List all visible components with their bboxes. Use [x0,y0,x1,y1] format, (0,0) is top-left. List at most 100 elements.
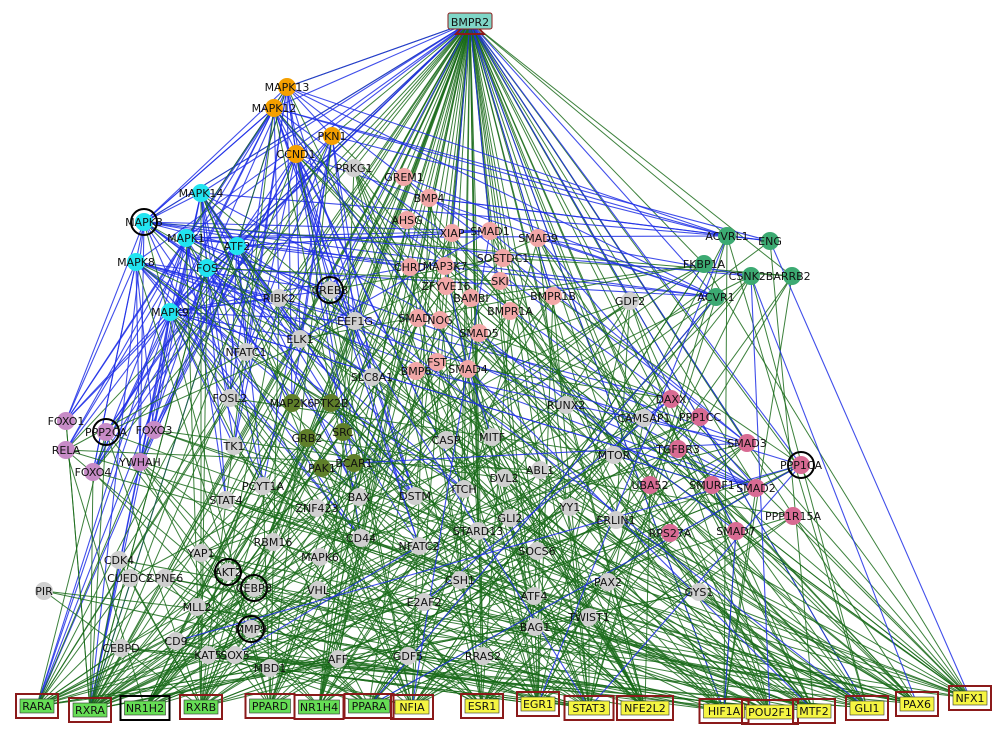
edge-cuedc2-fkbp1a [129,263,705,579]
node-yy1: YY1 [559,498,580,516]
node-bmpr1b: BMPR1B [530,287,576,305]
node-label: RUNX2 [547,399,585,412]
edge-stard13-rxra [89,530,479,711]
edge-xiap-nr1h2 [144,232,453,709]
node-e2af2: E2AF2 [407,593,441,611]
edge-cdk4-rxra [88,559,120,711]
node-label: SMAD2 [736,482,775,495]
node-label: XIAP [440,227,465,240]
edge-bmpr2-acvr1 [469,21,717,298]
node-bambi: BAMBI [453,289,489,307]
node-bax: BAX [348,488,371,506]
node-label: STAT4 [209,494,242,507]
edge-smurf1-mtor [613,453,713,486]
node-fkbp1a: FKBP1A [683,255,726,273]
node-mapk8: MAPK8 [117,253,155,271]
edge-csh1-rxra [89,579,461,711]
edge-ccnd1-rxra [89,153,297,711]
node-mtor: MTOR [598,446,631,464]
edge-ppp1r15a-nfx1 [792,515,971,699]
node-mll2: MLL2 [183,598,211,616]
edge-pkn1-map2k6 [290,135,333,404]
node-pcyt1a: PCYT1A [242,477,285,495]
edge-ccnd1-creb3 [295,153,332,291]
node-label: DVL2 [490,472,519,485]
edge-bmpr2-twist1 [469,21,591,618]
node-bmpr1a: BMPR1A [487,302,533,320]
edge-bmpr2-creb3 [329,21,471,291]
edge-smad7-hif1a [721,530,737,712]
tf-pax6: PAX6 [895,691,939,717]
node-ppp1cc: PPP1CC [679,408,721,426]
edge-bmpr2-mll2 [196,21,471,608]
edge-runx2-nfx1 [565,404,971,699]
edge-mapk3-rxra [87,221,145,711]
edge-smurf1-egr1 [537,484,713,705]
edge-fos-mapk14 [198,192,208,269]
edge-ywhah-nfx1 [139,461,971,700]
edge-creb3-sostdc1 [329,256,504,291]
node-label: NFATC2 [399,540,440,553]
edge-tgfbr3-nfx1 [677,448,971,699]
edge-bambi-fkbp1a [470,262,705,299]
edge-foxo1-rxra [65,420,93,711]
node-label: SOCS6 [518,545,555,558]
edge-mmp9-hif1a [250,628,725,713]
edge-smad9-stat3 [537,237,591,709]
tf-esr1: ESR1 [460,693,504,719]
node-xiap: XIAP [440,224,465,242]
node-aff: AFF [328,650,348,668]
node-nog: NOG [427,311,453,329]
node-mapk14: MAPK14 [179,184,223,202]
tf-label: PPARA [352,700,387,713]
node-nfatc1: NFATC1 [226,343,266,361]
edge-bmpr2-nfx1 [469,21,971,699]
edge-bmpr2-mapk13 [286,21,471,88]
node-label: ABL1 [526,464,554,477]
node-cdk4: CDK4 [104,551,134,569]
edge-bmpr2-pou2f1 [469,21,771,713]
node-label: CEBPD [102,642,139,655]
node-label: ZFYVE16 [421,280,470,293]
node-gdf2: GDF2 [615,292,645,310]
edge-atf2-eef1g [236,245,356,322]
edge-bmpr2-erlin1 [469,21,618,521]
edge-ptk2b-gli1 [330,402,868,709]
node-label: ZNF423 [295,502,338,515]
node-label: PKN1 [317,130,346,143]
node-tgfbr3: TGFBR3 [655,440,700,458]
node-dvl2: DVL2 [490,469,519,487]
node-label: FST [427,356,447,369]
edge-bmpr2-pkn1 [331,21,471,137]
node-kat5: KAT5 [194,646,222,664]
node-label: SRC [332,426,354,439]
node-casp: CASP [432,431,461,449]
node-label: CDK4 [104,554,134,567]
edge-mbd1-yy1 [269,506,571,669]
edge-mapk3-mapk12 [143,107,275,223]
edge-smad3-ppard [269,442,748,707]
node-ribk2: RIBK2 [263,289,295,307]
edge-fkbp1a-elk1 [299,263,705,341]
edge-ccnd1-chrd [295,153,411,268]
edge-mapk8-foxo1 [65,261,137,422]
edge-runx2-nfe2l2 [565,404,647,709]
node-foxo1: FOXO1 [48,412,84,430]
edge-casp-nfx1 [445,439,971,699]
node-label: RBM16 [254,536,293,549]
tf-label: ESR1 [468,700,497,713]
edge-bmp6-gdf2 [415,300,631,372]
edge-ribk2-rxrb [199,297,280,708]
edge-kat5-mtf2 [207,654,815,714]
edge-bmpr2-rxra [89,21,471,711]
node-label: NOG [427,314,452,327]
node-label: BMPR1B [530,290,576,303]
node-label: GRB2 [292,432,323,445]
edge-eng-bmp4 [428,195,771,242]
node-dstm: DSTM [399,487,431,505]
node-socs6: SOCS6 [518,542,556,560]
node-bcar1: BCAR1 [335,454,373,472]
node-label: MITF [479,431,505,444]
tf-nfx1: NFX1 [948,685,992,711]
